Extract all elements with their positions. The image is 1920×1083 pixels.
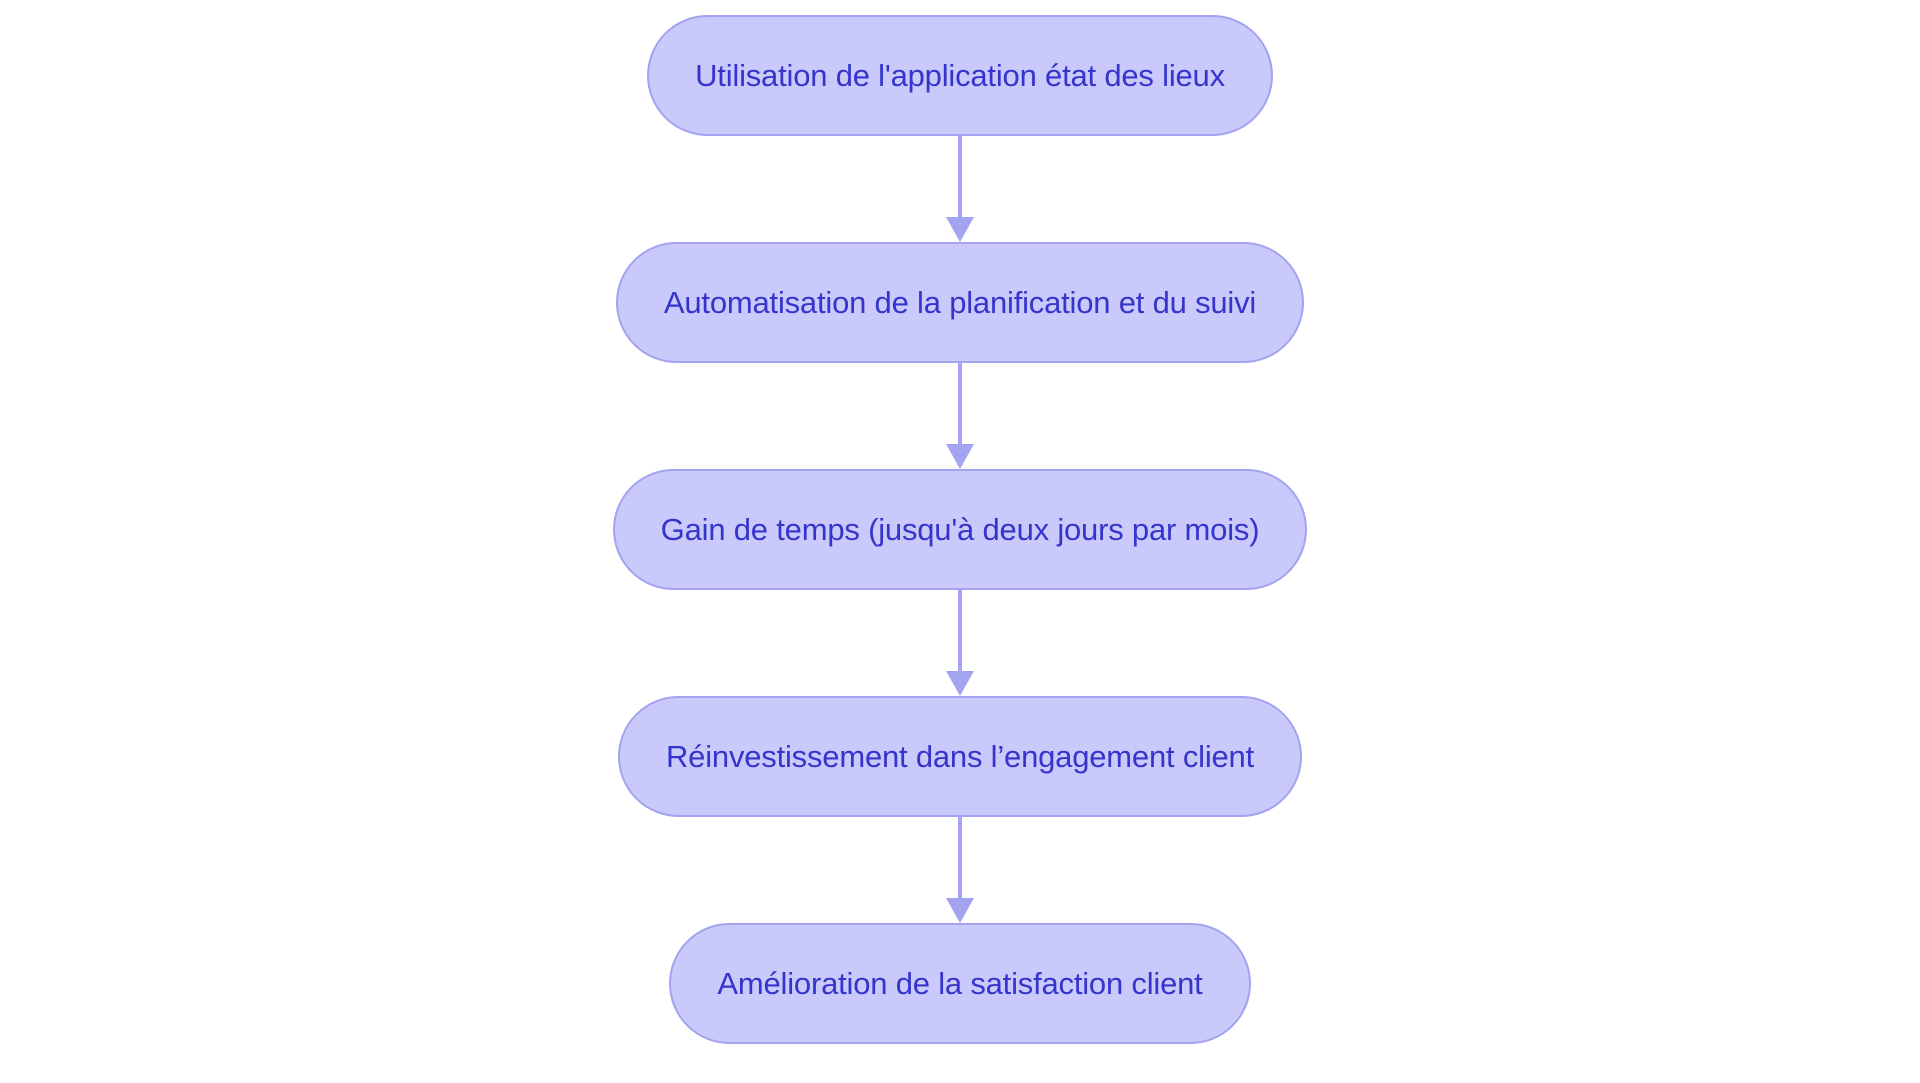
arrow-head-icon (946, 898, 974, 923)
flow-node-3[interactable]: Gain de temps (jusqu'à deux jours par mo… (612, 469, 1308, 590)
flow-node-4[interactable]: Réinvestissement dans l’engagement clien… (617, 696, 1303, 817)
flow-arrow-2-to-3 (945, 363, 975, 469)
flow-node-2-label: Automatisation de la planification et du… (663, 284, 1257, 320)
flow-node-3-label: Gain de temps (jusqu'à deux jours par mo… (660, 511, 1260, 547)
flow-arrow-3-to-4 (945, 590, 975, 696)
arrow-head-icon (946, 444, 974, 469)
flow-node-5[interactable]: Amélioration de la satisfaction client (669, 923, 1251, 1044)
arrow-line-icon (958, 136, 962, 218)
flow-node-5-label: Amélioration de la satisfaction client (717, 965, 1203, 1001)
arrow-line-icon (958, 817, 962, 899)
flow-node-1[interactable]: Utilisation de l'application état des li… (647, 15, 1273, 136)
flow-arrow-4-to-5 (945, 817, 975, 923)
arrow-line-icon (958, 363, 962, 445)
arrow-line-icon (958, 590, 962, 672)
arrow-head-icon (946, 217, 974, 242)
arrow-head-icon (946, 671, 974, 696)
flow-node-2[interactable]: Automatisation de la planification et du… (615, 242, 1305, 363)
flow-node-1-label: Utilisation de l'application état des li… (695, 57, 1225, 93)
flow-node-4-label: Réinvestissement dans l’engagement clien… (665, 738, 1255, 774)
flow-arrow-1-to-2 (945, 136, 975, 242)
